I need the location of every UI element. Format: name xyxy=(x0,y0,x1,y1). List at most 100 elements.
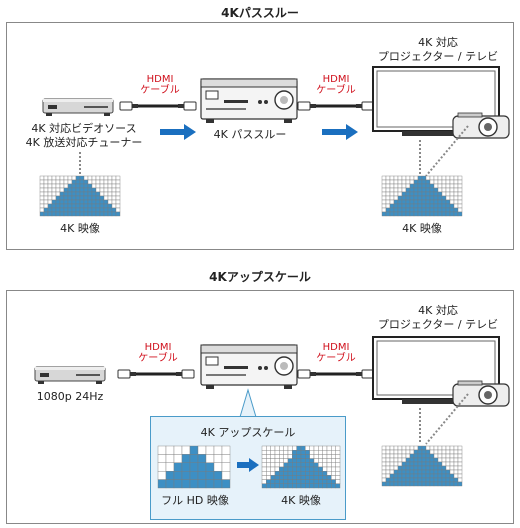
arrow-icon-receiver-to-display xyxy=(322,124,358,140)
pixel-cell xyxy=(181,479,191,489)
pixel-cell xyxy=(296,445,302,451)
pixel-cell xyxy=(441,207,447,213)
pixel-cell xyxy=(445,183,451,189)
pixel-cell xyxy=(445,191,451,197)
pixel-cell xyxy=(437,461,443,467)
pixel-cell xyxy=(445,187,451,193)
pixel-cell xyxy=(453,211,459,217)
pixel-cell xyxy=(274,449,280,455)
pixel-cell xyxy=(425,195,431,201)
pixel-cell xyxy=(107,191,113,197)
pixel-cell xyxy=(87,179,93,185)
pixel-cell xyxy=(79,175,85,181)
pixel-cell xyxy=(421,469,427,475)
pixel-cell xyxy=(441,183,447,189)
pixel-cell xyxy=(213,462,223,472)
pixel-cell xyxy=(453,461,459,467)
pixel-cell xyxy=(335,475,341,480)
pixel-cell xyxy=(389,187,395,193)
pixel-cell xyxy=(441,461,447,467)
pixel-cell xyxy=(322,445,328,451)
pixel-cell xyxy=(95,199,101,205)
pixel-cell xyxy=(417,191,423,197)
pixel-cell xyxy=(318,462,323,468)
pixel-cell xyxy=(313,483,319,489)
pixel-cell xyxy=(55,187,61,193)
pixel-cell xyxy=(433,457,439,463)
pixel-cell xyxy=(309,458,315,464)
pixel-cell xyxy=(115,207,121,213)
pixel-cell xyxy=(433,481,439,487)
pixel-cell xyxy=(433,191,439,197)
pixel-cell xyxy=(453,481,459,487)
pixel-cell xyxy=(221,454,231,463)
pixel-cell xyxy=(389,203,395,209)
av-receiver-icon xyxy=(200,78,298,123)
pixel-cell xyxy=(421,175,427,181)
pixel-cell xyxy=(197,462,207,472)
pixel-cell xyxy=(95,175,101,181)
pixel-cell xyxy=(189,471,199,480)
video-label-4k-upscaled: 4K 映像 xyxy=(281,494,321,507)
hdmi-cable-label-left: HDMI ケーブル xyxy=(140,74,180,96)
pixel-cell xyxy=(385,473,391,479)
pixel-cell xyxy=(413,453,419,459)
pixel-cell xyxy=(401,207,407,213)
pixel-cell xyxy=(433,449,439,455)
pixel-cell xyxy=(51,191,57,197)
pixel-cell xyxy=(67,207,73,213)
pixel-cell xyxy=(326,445,332,451)
pixel-cell xyxy=(397,477,403,483)
pixel-cell xyxy=(437,477,443,483)
pixel-cell xyxy=(261,475,267,480)
pixel-cell xyxy=(326,483,332,489)
pixel-cell xyxy=(405,449,411,455)
pixel-cell xyxy=(429,211,435,217)
pixel-cell xyxy=(433,187,439,193)
pixel-cell xyxy=(79,187,85,193)
pixel-cell xyxy=(421,179,427,185)
pixel-cell xyxy=(385,187,391,193)
pixel-cell xyxy=(445,195,451,201)
pixel-cell xyxy=(397,175,403,181)
pixel-cell xyxy=(401,211,407,217)
pixel-cell xyxy=(287,454,293,459)
pixel-cell xyxy=(437,457,443,463)
pixel-cell xyxy=(71,187,77,193)
pixel-cell xyxy=(115,203,121,209)
pixel-cell xyxy=(457,191,463,197)
pixel-cell xyxy=(429,191,435,197)
pixel-cell xyxy=(99,175,105,181)
pixel-cell xyxy=(453,207,459,213)
pixel-cell xyxy=(95,195,101,201)
pixel-cell xyxy=(274,471,280,476)
pixel-cell xyxy=(413,195,419,201)
pixel-cell xyxy=(47,211,53,217)
pixel-cell xyxy=(401,465,407,471)
pixel-cell xyxy=(266,466,271,472)
pixel-cell xyxy=(393,175,399,181)
pixel-cell xyxy=(401,183,407,189)
pixel-cell xyxy=(401,469,407,475)
pixel-cell xyxy=(103,191,109,197)
pixel-cell xyxy=(393,465,399,471)
pixel-cell xyxy=(79,195,85,201)
pixel-cell xyxy=(381,183,387,189)
pixel-cell xyxy=(83,203,89,209)
pixel-cell xyxy=(425,175,431,181)
pixel-cell xyxy=(445,457,451,463)
pixel-cell xyxy=(449,191,455,197)
pixel-cell xyxy=(437,465,443,471)
pixel-cell xyxy=(99,207,105,213)
pixel-cell xyxy=(417,457,423,463)
pixel-cell xyxy=(417,477,423,483)
pixel-cell xyxy=(381,445,387,451)
pixel-cell xyxy=(401,461,407,467)
pixel-cell xyxy=(300,466,306,472)
pixel-cell xyxy=(305,462,310,468)
pixel-cell xyxy=(43,187,49,193)
display-label-upscale: 4K 対応 プロジェクター / テレビ xyxy=(377,304,499,331)
pixel-cell xyxy=(331,449,336,455)
pixel-cell xyxy=(425,191,431,197)
pixel-cell xyxy=(453,195,459,201)
